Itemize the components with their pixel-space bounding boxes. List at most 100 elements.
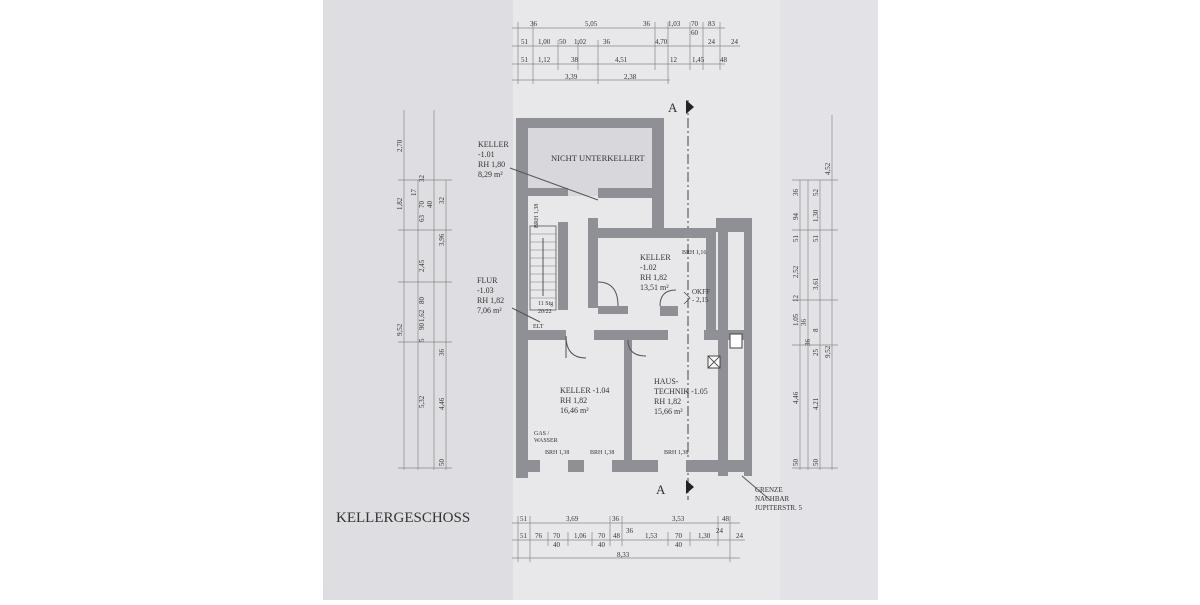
haustechnik-105-line-0: HAUS- (654, 377, 679, 386)
dim-top-r2-2: 50 (559, 38, 567, 46)
dim-top-r2-5: 4,70 (655, 38, 668, 46)
dim-right-0: 4,52 (824, 162, 832, 175)
dim-top-r2-4: 36 (603, 38, 611, 46)
dim-top-r3-1: 1,12 (538, 56, 551, 64)
dim-left-13: 5 (418, 338, 426, 342)
dim-bottom-r2-8: 1,30 (698, 532, 711, 540)
dim-left-0: 2,70 (396, 139, 404, 152)
unexcavated-area (528, 126, 652, 196)
dim-right-15: 9,52 (824, 345, 832, 358)
dim-left-14: 36 (438, 349, 446, 357)
dim-right-7: 2,52 (792, 265, 800, 278)
dim-top-r2-6: 24 (708, 38, 716, 46)
haustechnik-105-line-2: RH 1,82 (654, 397, 681, 406)
flur-103-line-0: FLUR (477, 276, 498, 285)
keller-101-line-2: RH 1,80 (478, 160, 505, 169)
note-brh-116: BRH 1,16 (682, 250, 706, 256)
dim-right-5: 51 (792, 235, 800, 243)
dim-right-6: 51 (812, 235, 820, 243)
flur-103-line-2: RH 1,82 (477, 296, 504, 305)
dim-left-10: 80 (418, 297, 426, 305)
dim-right-10: 1,05 (792, 313, 800, 326)
dim-bottom-r1-6: 24 (716, 527, 724, 535)
keller-101-line-3: 8,29 m² (478, 170, 503, 179)
dim-top-r4-1: 2,38 (624, 73, 637, 81)
keller-104-line-1: RH 1,82 (560, 396, 587, 405)
dim-top-r1-6: 60 (691, 29, 699, 37)
note-brh-138-a: BRH 1,38 (545, 450, 569, 456)
dim-right-8: 3,61 (812, 277, 820, 290)
dim-left-17: 4,46 (438, 397, 446, 410)
dim-bottom-r2-12: 40 (675, 541, 683, 549)
leader-lines (509, 167, 771, 501)
dim-left-7: 32 (438, 197, 446, 205)
dim-top-r1-3: 1,03 (668, 20, 681, 28)
note-stairs-1: 20/22 (538, 309, 552, 315)
note-grenze-0: GRENZE (755, 486, 783, 494)
right-dimensions: 4,52 36 52 94 1,30 51 51 2,52 3,61 12 1,… (792, 115, 838, 470)
dim-right-12: 8 (812, 328, 820, 332)
dim-bottom-r2-3: 1,06 (574, 532, 587, 540)
door-swings (565, 281, 677, 359)
top-dimensions: 36 5,05 36 1,03 70 83 60 51 1,00 50 1,02… (512, 20, 740, 84)
note-gas-wasser-1: WASSER (534, 438, 558, 444)
dim-right-16: 4,46 (792, 391, 800, 404)
note-stairs-0: 11 Stg (538, 301, 553, 307)
dim-right-4: 1,30 (812, 209, 820, 222)
dim-bottom-r1-5: 36 (626, 527, 634, 535)
keller-102-line-3: 13,51 m² (640, 283, 669, 292)
plan-notes: BRH 1,38 BRH 1,16 11 Stg 20/22 ELT OKFF … (533, 204, 803, 512)
flur-103-line-1: -1.03 (477, 286, 494, 295)
dim-left-18: 50 (438, 459, 446, 467)
keller-101-line-0: KELLER (478, 140, 509, 149)
dim-left-1: 1,82 (396, 197, 404, 210)
dim-bottom-r1-2: 36 (612, 515, 620, 523)
dim-bottom-r1-4: 48 (722, 515, 730, 523)
dim-bottom-r2-2: 70 (553, 532, 561, 540)
dim-right-14: 36 (804, 339, 812, 347)
keller-102-line-1: -1.02 (640, 263, 657, 272)
dim-right-19: 50 (812, 459, 820, 467)
dim-top-r4-0: 3,39 (565, 73, 578, 81)
staircase (529, 225, 557, 311)
dim-right-3: 94 (792, 213, 800, 221)
note-brh-138-c: BRH 1,38 (664, 450, 688, 456)
dim-left-6: 40 (426, 201, 434, 209)
note-grenze-1: NACHBAR (755, 495, 790, 503)
dim-left-3: 17 (410, 189, 418, 197)
dim-right-1: 36 (792, 189, 800, 197)
dim-left-12: 90 (418, 323, 426, 331)
left-dimensions: 2,70 1,82 32 17 63 70 40 32 3,96 2,45 80… (396, 110, 452, 470)
note-elt: ELT (533, 324, 544, 330)
note-brh-138-b: BRH 1,38 (590, 450, 614, 456)
haustechnik-105-line-1: TECHNIK -1.05 (654, 387, 708, 396)
dim-bottom-r2-4: 70 (598, 532, 606, 540)
dim-right-17: 4,21 (812, 397, 820, 410)
note-brh-138-vertical: BRH 1,38 (534, 204, 540, 228)
dim-right-18: 50 (792, 459, 800, 467)
keller-101-line-1: -1.01 (478, 150, 495, 159)
dim-left-9: 2,45 (418, 259, 426, 272)
note-gas-wasser-0: GAS / (534, 431, 550, 437)
dim-right-11: 36 (800, 319, 808, 327)
dim-right-9: 12 (792, 295, 800, 303)
floor-plan: 36 5,05 36 1,03 70 83 60 51 1,00 50 1,02… (323, 0, 878, 600)
dim-bottom-r2-11: 40 (598, 541, 606, 549)
keller-102-line-0: KELLER (640, 253, 671, 262)
note-okff-1: - 2,15 (692, 296, 709, 304)
dim-bottom-r2-0: 51 (520, 532, 528, 540)
dim-top-r1-4: 70 (691, 20, 699, 28)
dim-top-r3-0: 51 (521, 56, 529, 64)
dim-left-15: 9,52 (396, 323, 404, 336)
dim-top-r2-3: 1,02 (574, 38, 587, 46)
flur-103-line-3: 7,06 m² (477, 306, 502, 315)
dim-top-r2-7: 24 (731, 38, 739, 46)
dim-bottom-r2-9: 24 (736, 532, 744, 540)
dim-bottom-r3-0: 8,33 (617, 551, 630, 559)
dim-right-2: 52 (812, 189, 820, 197)
dim-bottom-r2-5: 48 (613, 532, 621, 540)
dim-top-r3-3: 4,51 (615, 56, 628, 64)
note-grenze-2: JUPITERSTR. 5 (755, 504, 803, 512)
dim-top-r1-1: 5,05 (585, 20, 598, 28)
dim-bottom-r1-3: 3,53 (672, 515, 685, 523)
